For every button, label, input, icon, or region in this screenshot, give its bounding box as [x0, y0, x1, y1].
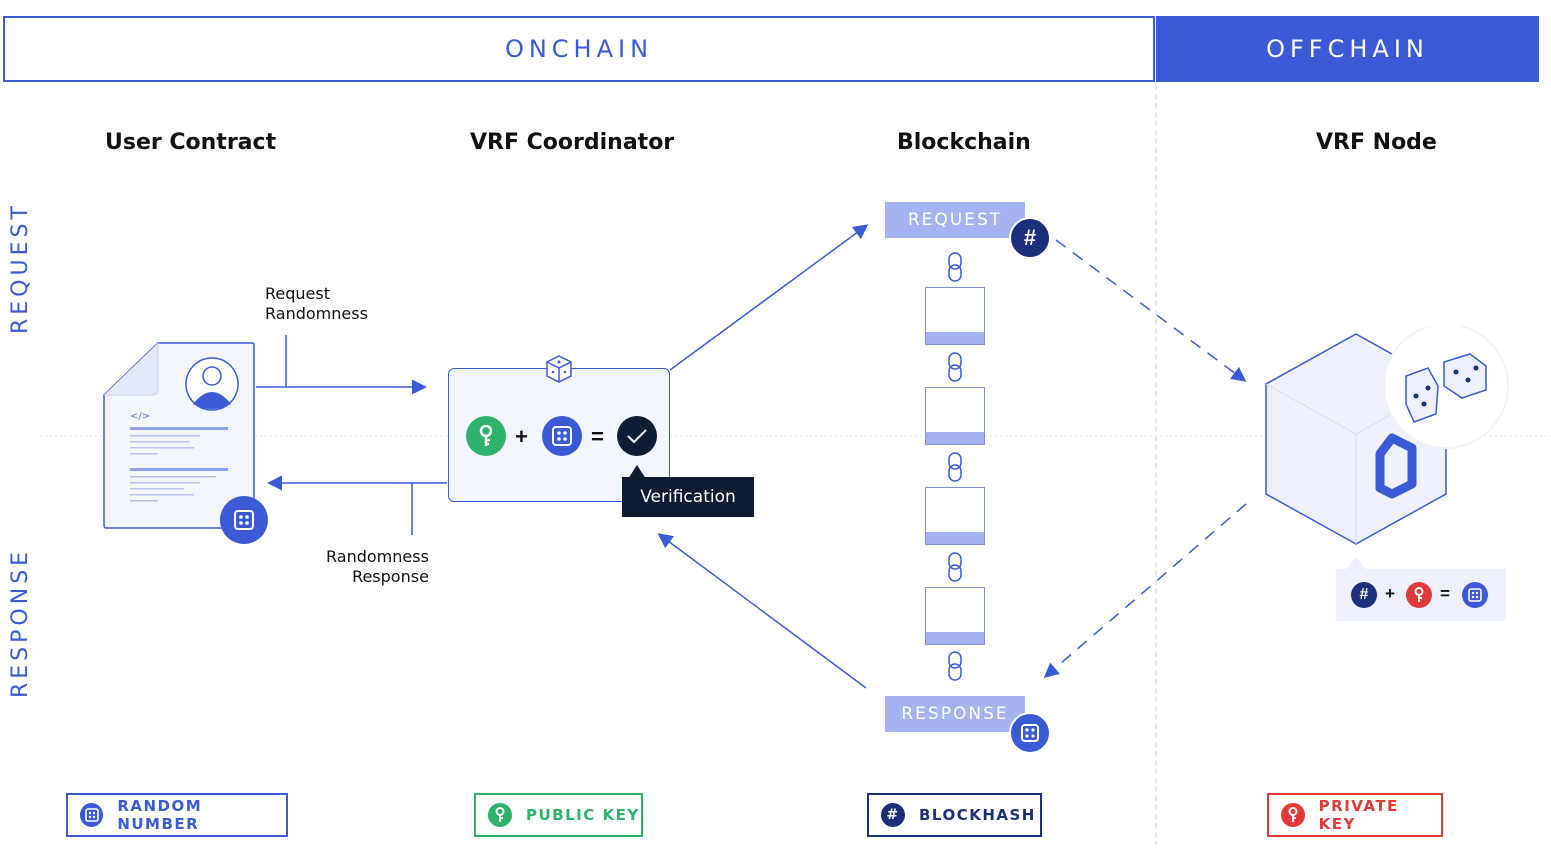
vrf-node-illustration: [1265, 326, 1509, 545]
dice-icon: [80, 803, 104, 827]
random-number-badge: [1462, 582, 1488, 608]
verification-pointer: [628, 465, 646, 479]
verification-label: Verification: [622, 477, 754, 517]
block: [925, 287, 985, 345]
block: [925, 487, 985, 545]
coordinator-to-request-arrow: [669, 224, 869, 371]
chain-link-icon: [948, 352, 962, 382]
chain-link-icon: [948, 651, 962, 681]
key-icon: [488, 803, 512, 827]
blockchain-title: Blockchain: [897, 130, 1031, 155]
legend-public-key: PUBLIC KEY: [474, 793, 643, 837]
private-key-badge: [1406, 582, 1432, 608]
plus-operator: +: [515, 424, 528, 449]
legend-label: PRIVATE KEY: [1318, 797, 1399, 833]
key-icon: [1414, 587, 1424, 602]
hash-icon: #: [1351, 582, 1377, 608]
equals-operator: =: [1440, 584, 1450, 603]
random-number-badge: [1009, 712, 1051, 754]
dice-icon: [546, 355, 572, 383]
dice-icon: [1468, 588, 1482, 602]
legend-label: PUBLIC KEY: [526, 806, 640, 824]
vrf-coordinator-title: VRF Coordinator: [470, 130, 675, 155]
equals-operator: =: [591, 424, 604, 449]
vrf-node-title: VRF Node: [1316, 130, 1437, 155]
legend-random-number: RANDOM NUMBER: [66, 793, 288, 837]
public-key-badge: [466, 416, 506, 456]
hash-icon: #: [881, 803, 905, 827]
hash-icon: #: [1009, 217, 1051, 259]
random-number-badge: [542, 416, 582, 456]
node-pointer: [1346, 557, 1366, 569]
offchain-banner: OFFCHAIN: [1156, 16, 1539, 82]
avatar-icon: [185, 357, 239, 411]
chain-link-icon: [948, 452, 962, 482]
block: [925, 387, 985, 445]
response-to-coordinator-arrow: [657, 533, 867, 689]
node-to-response-arrow: [1043, 503, 1247, 678]
request-side-label: REQUEST: [8, 202, 33, 334]
randomness-response-note: Randomness Response: [326, 547, 429, 586]
plus-operator: +: [1385, 584, 1395, 603]
response-side-label: RESPONSE: [8, 547, 33, 698]
block: [925, 587, 985, 645]
legend-private-key: PRIVATE KEY: [1267, 793, 1443, 837]
dice-icon: [1021, 724, 1039, 742]
legend-blockhash: # BLOCKHASH: [867, 793, 1042, 837]
dice-icon: [234, 510, 254, 530]
key-icon: [1281, 803, 1305, 827]
legend-label: RANDOM NUMBER: [117, 797, 203, 833]
chain-link-icon: [948, 252, 962, 282]
dice-icon: [552, 426, 572, 446]
onchain-banner: ONCHAIN: [3, 16, 1155, 82]
chain-link-icon: [948, 552, 962, 582]
check-icon: [627, 429, 647, 444]
legend-label: BLOCKHASH: [919, 806, 1036, 824]
verified-badge: [617, 416, 657, 456]
random-number-badge: [220, 496, 268, 544]
request-to-node-arrow: [1055, 239, 1247, 382]
response-block-tag: RESPONSE: [885, 696, 1025, 732]
svg-text:</>: </>: [130, 411, 150, 422]
dice-icon: [1405, 353, 1487, 423]
key-icon: [479, 425, 493, 446]
user-contract-document: </>: [103, 342, 255, 529]
request-block-tag: REQUEST: [885, 202, 1025, 238]
request-randomness-note: Request Randomness: [265, 284, 368, 323]
user-contract-title: User Contract: [105, 130, 277, 155]
